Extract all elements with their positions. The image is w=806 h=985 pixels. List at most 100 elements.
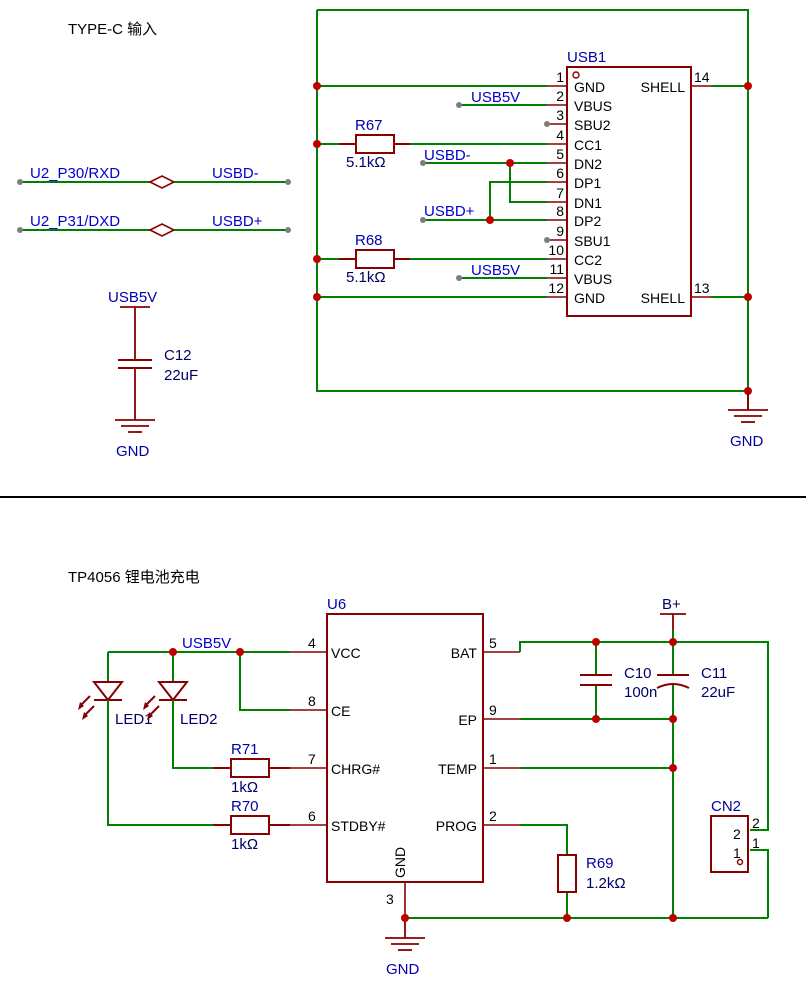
uart-txd-net: U2_P31/DXD USBD+ bbox=[17, 213, 291, 237]
cn2-pin-name: 1 bbox=[733, 845, 741, 861]
u6-pin-num: 6 bbox=[308, 808, 316, 824]
u6-charger-ic: U6 bbox=[326, 596, 484, 883]
net-label-usb5v: USB5V bbox=[471, 262, 520, 279]
usb1-pin-name: SBU1 bbox=[574, 233, 611, 249]
light-emission-arrows-icon bbox=[143, 695, 160, 720]
net-label-usbd-minus: USBD- bbox=[212, 165, 259, 182]
r69-designator: R69 bbox=[586, 855, 614, 872]
r67-designator: R67 bbox=[355, 117, 383, 134]
usb1-pin-name: VBUS bbox=[574, 98, 612, 114]
usb1-pin-numbers: 1 2 3 4 5 6 7 8 9 10 11 12 14 13 bbox=[548, 69, 709, 296]
cn2-battery-connector: 2 1 2 1 CN2 bbox=[710, 798, 760, 873]
led2-designator: LED2 bbox=[180, 711, 218, 728]
usb1-pin-name: DP1 bbox=[574, 175, 601, 191]
usb1-pin-num: 10 bbox=[548, 242, 564, 258]
pin1-marker-icon bbox=[572, 71, 580, 79]
net-label-usbd-minus: USBD- bbox=[424, 147, 471, 164]
typec-junctions bbox=[313, 82, 752, 395]
u6-pin-numbers: 4 8 7 6 5 9 1 2 3 bbox=[308, 635, 497, 907]
u6-pin-num: 1 bbox=[489, 751, 497, 767]
u6-pin-name: PROG bbox=[436, 818, 477, 834]
u6-pin-name: VCC bbox=[331, 645, 361, 661]
gnd-label: GND bbox=[730, 433, 764, 450]
r71-designator: R71 bbox=[231, 741, 259, 758]
u6-pin-num: 3 bbox=[386, 891, 394, 907]
usb1-pin-num: 14 bbox=[694, 69, 710, 85]
usb1-pin-num: 11 bbox=[549, 261, 564, 277]
usb1-pin-name: SHELL bbox=[641, 290, 686, 306]
usb1-pin-name: CC2 bbox=[574, 252, 602, 268]
u6-pin-num: 4 bbox=[308, 635, 316, 651]
c12-designator: C12 bbox=[164, 347, 192, 364]
usb1-pin-num: 7 bbox=[556, 185, 564, 201]
tp4056-junctions bbox=[169, 638, 677, 922]
u6-pin-num: 2 bbox=[489, 808, 497, 824]
net-tie-icon bbox=[148, 175, 176, 189]
r71-value: 1kΩ bbox=[231, 779, 258, 796]
typec-section-title: TYPE-C 输入 bbox=[68, 21, 157, 38]
usb1-pin-lines bbox=[547, 85, 711, 298]
r68-resistor: R68 5.1kΩ bbox=[339, 232, 410, 286]
r69-resistor: R69 1.2kΩ bbox=[557, 854, 626, 893]
net-label-usbd-plus: USBD+ bbox=[212, 213, 263, 230]
typec-ground-frame bbox=[316, 9, 749, 410]
usb1-connector: USB1 bbox=[566, 49, 692, 317]
usb1-pin-name: CC1 bbox=[574, 137, 602, 153]
pin1-marker-icon bbox=[736, 858, 744, 866]
led1-indicator: LED1 bbox=[78, 652, 213, 826]
gnd-symbol-bottom: GND bbox=[385, 918, 425, 978]
u6-pin-name: TEMP bbox=[438, 761, 477, 777]
r70-value: 1kΩ bbox=[231, 836, 258, 853]
uart-rxd-net: U2_P30/RXD USBD- bbox=[17, 165, 291, 189]
vcc-wiring: USB5V bbox=[108, 635, 290, 711]
usb1-pin-name: SBU2 bbox=[574, 117, 611, 133]
u6-pin-names: VCC CE CHRG# STDBY# BAT EP TEMP PROG GND bbox=[331, 645, 477, 878]
u6-pin-num: 5 bbox=[489, 635, 497, 651]
c12-capacitor: USB5V GND C12 22uF bbox=[108, 289, 198, 460]
gnd-label: GND bbox=[386, 961, 420, 978]
usb1-pin-name: SHELL bbox=[641, 79, 686, 95]
u6-pin-name: CE bbox=[331, 703, 350, 719]
net-label-usbd-plus: USBD+ bbox=[424, 203, 475, 220]
usb1-pin-num: 4 bbox=[556, 127, 564, 143]
usb1-pin-name: DN2 bbox=[574, 156, 602, 172]
bplus-label: B+ bbox=[662, 596, 681, 613]
tp4056-section-title: TP4056 锂电池充电 bbox=[68, 569, 200, 586]
c12-value: 22uF bbox=[164, 367, 198, 384]
c10-designator: C10 bbox=[624, 665, 652, 682]
net-label-u2-txd: U2_P31/DXD bbox=[30, 213, 120, 230]
usb1-designator: USB1 bbox=[567, 49, 606, 66]
c11-capacitor: C11 22uF bbox=[656, 665, 735, 701]
led2-indicator: LED2 bbox=[143, 652, 218, 769]
usb1-pin-num: 5 bbox=[556, 146, 564, 162]
usb1-pin-num: 6 bbox=[556, 165, 564, 181]
usb1-pin-name: DP2 bbox=[574, 213, 601, 229]
usb1-pin-name: GND bbox=[574, 79, 605, 95]
cn2-pin-num: 2 bbox=[752, 815, 760, 831]
usb1-pin-num: 13 bbox=[694, 280, 710, 296]
r69-value: 1.2kΩ bbox=[586, 875, 626, 892]
r67-resistor: R67 5.1kΩ bbox=[339, 117, 410, 171]
net-label-usb5v: USB5V bbox=[182, 635, 231, 652]
u6-pin-num: 8 bbox=[308, 693, 316, 709]
light-emission-arrows-icon bbox=[78, 695, 95, 720]
r68-designator: R68 bbox=[355, 232, 383, 249]
usb1-pin-name: GND bbox=[574, 290, 605, 306]
cn2-pin-num: 1 bbox=[752, 835, 760, 851]
u6-pin-name: EP bbox=[458, 712, 477, 728]
led1-designator: LED1 bbox=[115, 711, 153, 728]
usb1-pin-num: 9 bbox=[556, 223, 564, 239]
net-tie-icon bbox=[148, 223, 176, 237]
u6-pin-num: 9 bbox=[489, 702, 497, 718]
gnd-label: GND bbox=[116, 443, 150, 460]
usb1-pin-name: DN1 bbox=[574, 195, 602, 211]
net-label-usb5v: USB5V bbox=[471, 89, 520, 106]
r70-resistor: R70 1kΩ bbox=[213, 798, 290, 853]
u6-designator: U6 bbox=[327, 596, 346, 613]
typec-net-labels: USB5V USB5V USBD- USBD+ bbox=[424, 89, 520, 279]
r67-value: 5.1kΩ bbox=[346, 154, 386, 171]
usb1-wiring bbox=[317, 85, 748, 298]
usb5v-power-label: USB5V bbox=[108, 289, 157, 306]
c11-designator: C11 bbox=[701, 665, 727, 682]
